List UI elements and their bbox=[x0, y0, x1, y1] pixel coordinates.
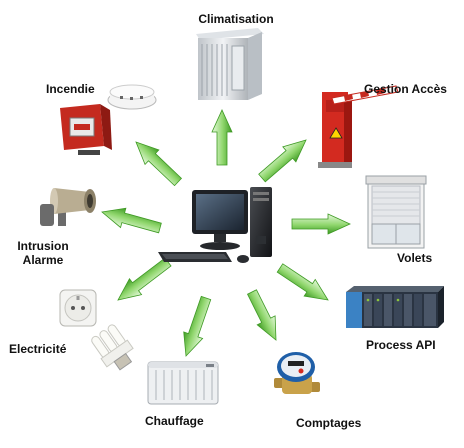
fire-alarm-icon bbox=[60, 84, 157, 155]
arrow-to-intrusion bbox=[101, 207, 162, 234]
barrier-gate-icon bbox=[318, 85, 399, 168]
arrow-to-comptages bbox=[246, 289, 277, 341]
label-intrusion-alarme: Intrusion Alarme bbox=[8, 239, 78, 267]
water-meter-icon bbox=[274, 352, 320, 394]
plc-rack-icon bbox=[346, 286, 444, 328]
label-comptages: Comptages bbox=[296, 416, 362, 430]
computer-icon bbox=[158, 187, 272, 263]
label-climatisation: Climatisation bbox=[198, 12, 274, 26]
arrow-to-electricite-shape bbox=[117, 257, 172, 301]
arrow-to-intrusion-shape bbox=[101, 207, 162, 234]
label-incendie: Incendie bbox=[46, 82, 95, 96]
arrow-to-incendie bbox=[135, 141, 183, 187]
arrow-to-climatisation-shape bbox=[211, 109, 233, 166]
label-process-api: Process API bbox=[366, 338, 436, 352]
arrow-to-chauffage bbox=[183, 295, 212, 357]
air-conditioner-icon bbox=[196, 28, 264, 100]
arrow-to-volets bbox=[291, 213, 351, 235]
arrow-to-gestion-acces bbox=[258, 139, 307, 183]
radiator-icon bbox=[147, 361, 219, 405]
socket-bulb-icon bbox=[59, 289, 134, 371]
label-chauffage: Chauffage bbox=[145, 414, 204, 428]
arrow-to-electricite bbox=[117, 257, 172, 301]
arrow-to-process-api-shape bbox=[276, 263, 329, 301]
label-electricite: Electricité bbox=[9, 342, 67, 356]
window-shutter-icon bbox=[365, 175, 427, 249]
arrow-to-process-api bbox=[276, 263, 329, 301]
label-intrusion-line2: Alarme bbox=[22, 253, 64, 267]
siren-speaker-icon bbox=[40, 188, 96, 226]
label-volets: Volets bbox=[397, 251, 433, 265]
arrow-to-gestion-acces-shape bbox=[258, 139, 307, 183]
arrow-to-comptages-shape bbox=[246, 289, 277, 341]
label-intrusion-line1: Intrusion bbox=[17, 239, 69, 253]
arrows-group bbox=[101, 109, 351, 357]
arrow-to-chauffage-shape bbox=[183, 295, 212, 357]
arrow-to-volets-shape bbox=[291, 213, 351, 235]
label-gestion-acces: Gestion Accès bbox=[364, 82, 447, 96]
arrow-to-climatisation bbox=[211, 109, 233, 166]
arrow-to-incendie-shape bbox=[135, 141, 183, 187]
